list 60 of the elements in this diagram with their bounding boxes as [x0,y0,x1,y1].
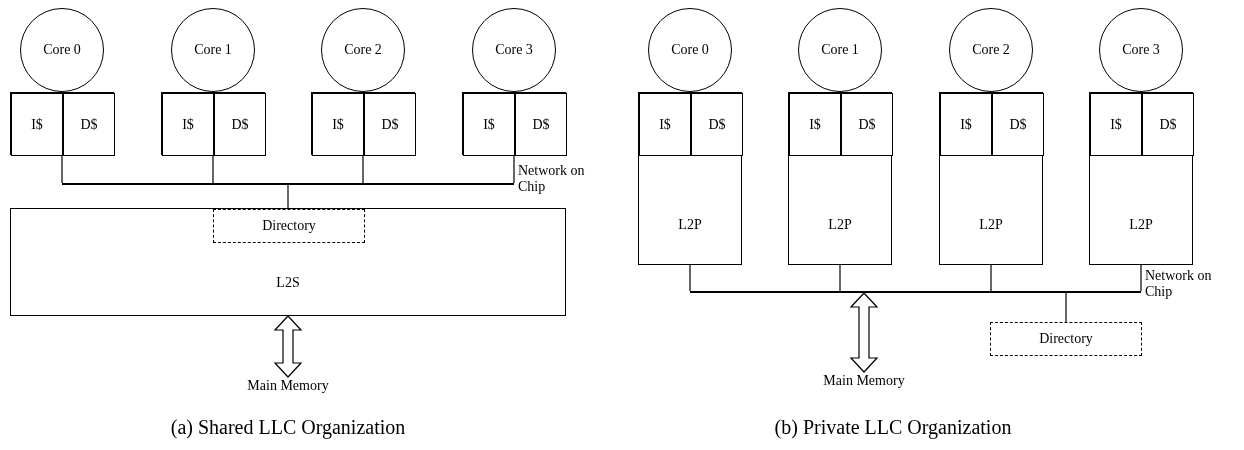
network-label: Network on Chip [518,163,586,195]
bus-line [62,183,514,185]
cache-label: L2P [828,217,852,233]
figure-caption: (b) Private LLC Organization [774,416,1012,439]
connector-line [212,154,214,184]
network-label: Network on Chip [1145,268,1213,300]
core-circle: Core 2 [321,8,405,92]
memory-label: Main Memory [804,372,924,390]
cache-label: L2P [1129,217,1153,233]
cache-box: D$ [841,93,893,156]
cache-column [638,92,742,265]
core-circle: Core 3 [1099,8,1183,92]
cache-box: I$ [312,93,364,156]
cache-label: L2P [979,217,1003,233]
core-circle: Core 0 [648,8,732,92]
connector-line [1140,264,1142,292]
cache-box: D$ [515,93,567,156]
core-circle: Core 1 [171,8,255,92]
cache-box: I$ [162,93,214,156]
connector-line [362,154,364,184]
connector-line [61,154,63,184]
connector-line [287,184,289,209]
cache-box: I$ [1090,93,1142,156]
cache-box: D$ [1142,93,1194,156]
cache-box [161,92,265,155]
cache-box: D$ [691,93,743,156]
cache-label: L2S [276,275,300,291]
cache-box [10,208,566,316]
double-arrow [273,315,303,378]
core-circle: Core 0 [20,8,104,92]
cache-box: D$ [992,93,1044,156]
cache-box [311,92,415,155]
cache-box: I$ [940,93,992,156]
connector-line [689,264,691,292]
cache-box: D$ [214,93,266,156]
cache-box: D$ [63,93,115,156]
core-circle: Core 3 [472,8,556,92]
connector-line [990,264,992,292]
cache-box: I$ [11,93,63,156]
directory-box: Directory [213,209,365,243]
cache-box [10,92,114,155]
cache-box: D$ [364,93,416,156]
core-circle: Core 1 [798,8,882,92]
directory-box: Directory [990,322,1142,356]
cache-box: I$ [463,93,515,156]
double-arrow [849,292,879,373]
memory-label: Main Memory [228,377,348,395]
cache-column [1089,92,1193,265]
connector-line [1065,292,1067,323]
cache-box [462,92,566,155]
cache-label: L2P [678,217,702,233]
figure-caption: (a) Shared LLC Organization [170,416,406,439]
cache-column [788,92,892,265]
cache-box: I$ [639,93,691,156]
cache-column [939,92,1043,265]
core-circle: Core 2 [949,8,1033,92]
connector-line [513,154,515,184]
bus-line [690,291,1141,293]
cache-box: I$ [789,93,841,156]
connector-line [839,264,841,292]
